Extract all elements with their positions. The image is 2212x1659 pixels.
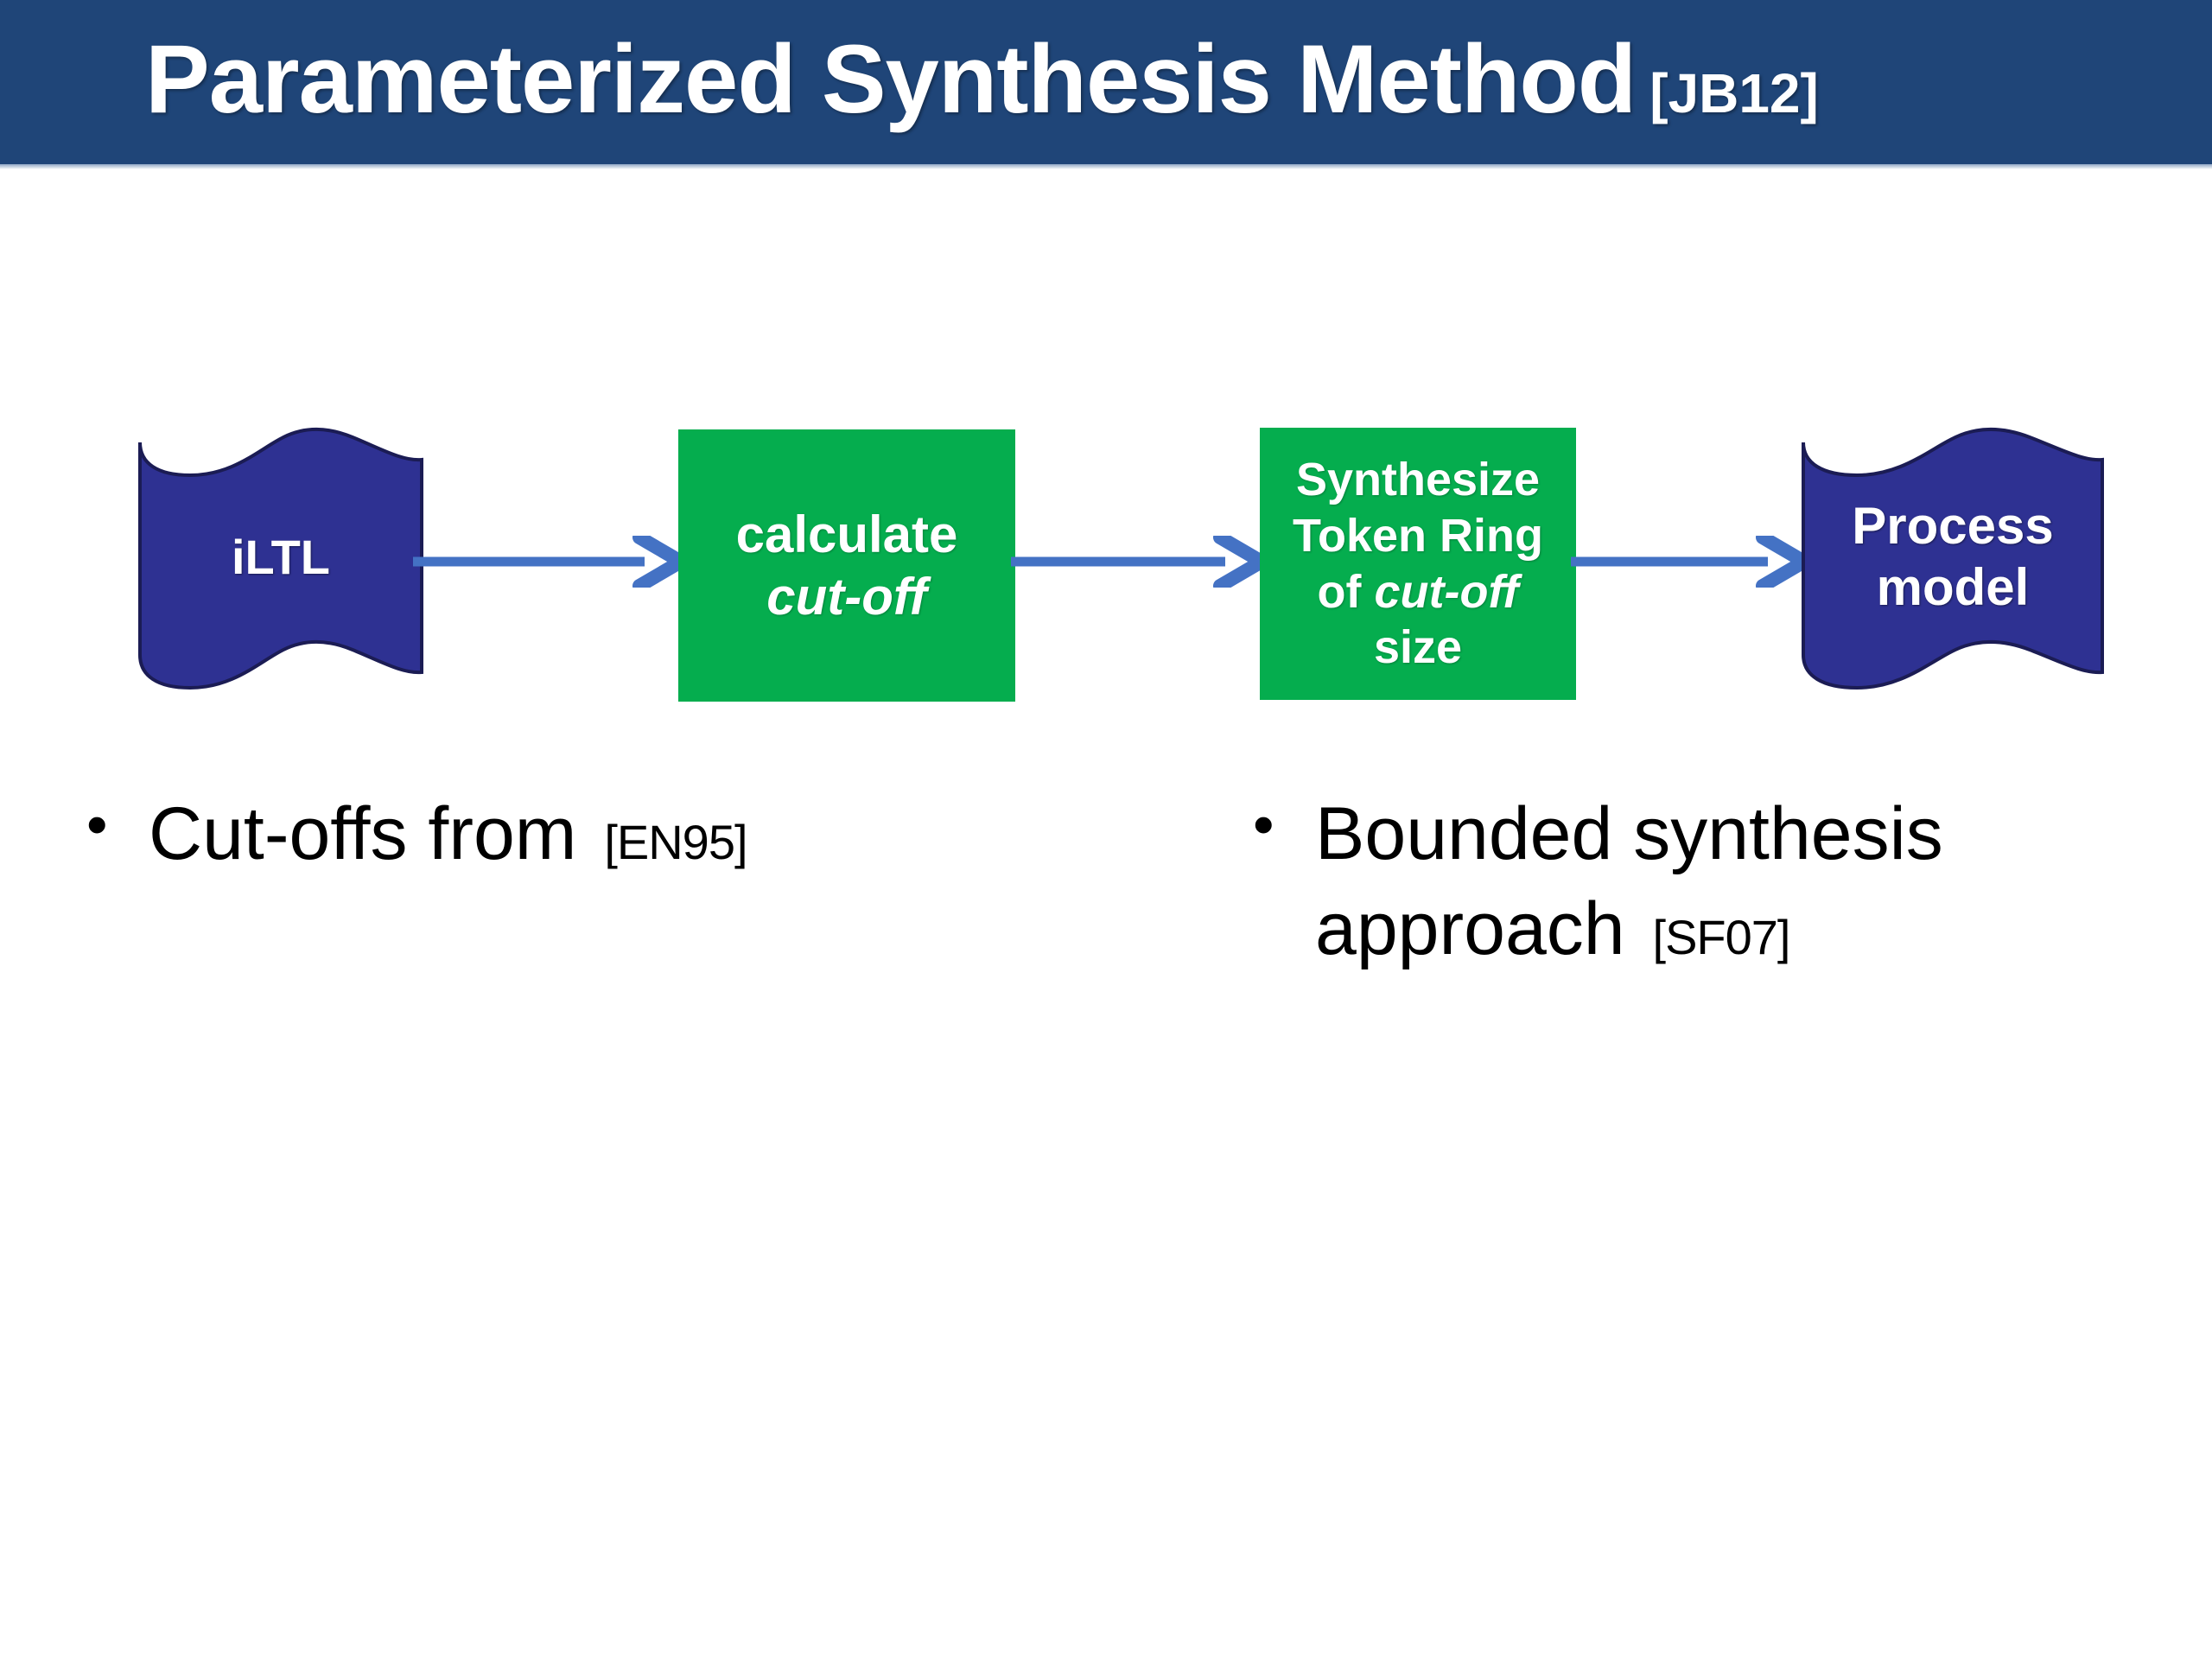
bullet-text-right: Bounded synthesis approach [SF07] [1315,786,2117,976]
flow-node-synthesize-token-ring[interactable]: Synthesize Token Ring of cut-off size [1260,428,1576,700]
flow-node-synthesize-cutoff-em: cut-off [1374,565,1519,618]
list-item: • Bounded synthesis approach [SF07] [1253,786,2117,976]
bullet-citation-left: [EN95] [604,815,747,869]
flow-node-synthesize-label: Synthesize Token Ring of cut-off size [1293,452,1543,676]
flow-node-process-model-label: Process model [1852,496,2054,619]
flow-node-calculate-line-2: cut-off [766,567,927,626]
flow-arrow-3 [1571,536,1813,588]
bullet-column-left: • Cut-offs from [EN95] [86,786,1106,881]
list-item: • Cut-offs from [EN95] [86,786,1106,881]
flow-node-synthesize-line-1: Synthesize [1295,453,1541,505]
flow-node-process-model-line-2: model [1876,558,2030,616]
bullet-text-left: Cut-offs from [EN95] [149,786,1106,881]
bullet-column-right: • Bounded synthesis approach [SF07] [1253,786,2117,976]
bullet-marker-icon: • [1253,791,1274,858]
flow-node-synthesize-line-4: size [1373,621,1463,674]
flow-arrow-2 [1011,536,1270,588]
bullet-citation-right: [SF07] [1652,910,1791,965]
flow-node-calculate-line-1: calculate [735,505,958,563]
arrow-right-icon [1011,536,1268,588]
flow-node-synthesize-line-3: of cut-off [1317,565,1519,618]
flow-node-iltl[interactable]: iLTL [138,423,423,691]
bullet-marker-icon: • [86,791,108,858]
title-banner [0,0,2212,164]
flow-node-calculate-cutoff[interactable]: calculate cut-off [678,429,1015,702]
flow-arrow-1 [413,536,690,588]
flow-node-synthesize-line-2: Token Ring [1293,509,1543,562]
title-banner-underline [0,164,2212,169]
process-flow-diagram: iLTL calculate cut-off Synthesize Token … [0,380,2212,743]
arrow-right-icon [1571,536,1811,588]
flow-node-iltl-label: iLTL [231,529,331,584]
page-title: Parameterized Synthesis Method[JB12] [145,7,1819,166]
bullet-text-left-main: Cut-offs from [149,792,598,875]
flow-node-calculate-cutoff-label: calculate cut-off [736,504,958,628]
flow-node-process-model-line-1: Process [1852,497,2054,556]
page-title-text: Parameterized Synthesis Method [145,25,1637,133]
flow-node-process-model[interactable]: Process model [1802,423,2104,691]
page-title-citation: [JB12] [1649,62,1819,124]
arrow-right-icon [413,536,688,588]
wave-flag-shape-icon [138,428,423,690]
wave-flag-shape-icon [1802,428,2104,690]
bullet-text-right-main: Bounded synthesis approach [1315,792,1943,971]
